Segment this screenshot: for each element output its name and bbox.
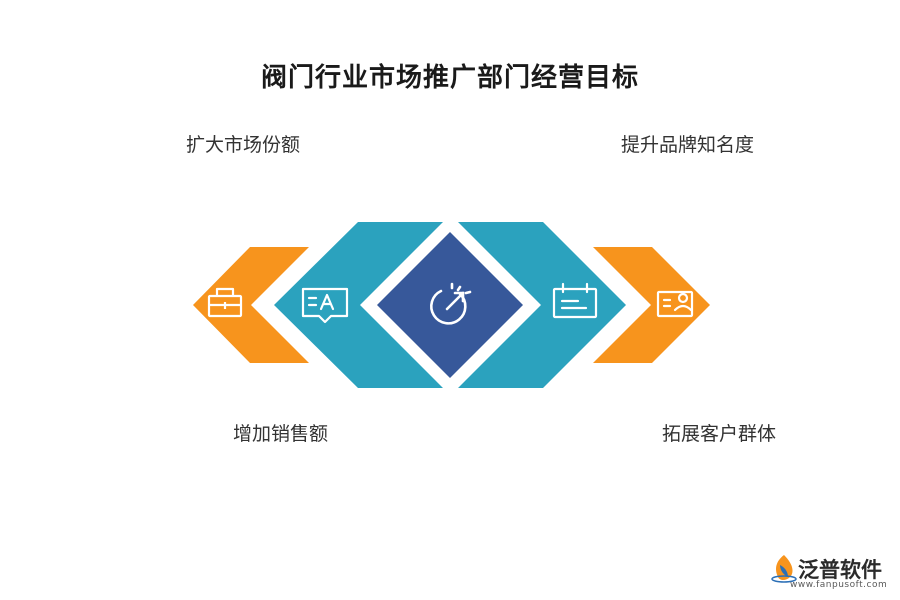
target-arrow-icon	[430, 282, 472, 325]
goal-label-top-left: 扩大市场份额	[186, 134, 301, 156]
arrow-left	[274, 222, 443, 388]
goal-label-bottom-right: 拓展客户群体	[662, 423, 777, 445]
briefcase-icon	[207, 287, 243, 318]
fanpu-logo-icon	[771, 555, 797, 583]
page-title: 阀门行业市场推广部门经营目标	[260, 63, 639, 93]
logo-url: www.fanpusoft.com	[790, 580, 888, 590]
chevron-far-right	[593, 247, 710, 363]
calendar-icon	[552, 282, 598, 319]
goal-label-bottom-left: 增加销售额	[233, 423, 329, 445]
user-profile-icon	[656, 290, 694, 318]
message-text-icon	[301, 287, 349, 324]
logo-text: 泛普软件	[798, 558, 882, 582]
goal-label-top-right: 提升品牌知名度	[621, 134, 755, 156]
arrow-right	[458, 222, 626, 388]
chevron-far-left	[193, 247, 309, 363]
